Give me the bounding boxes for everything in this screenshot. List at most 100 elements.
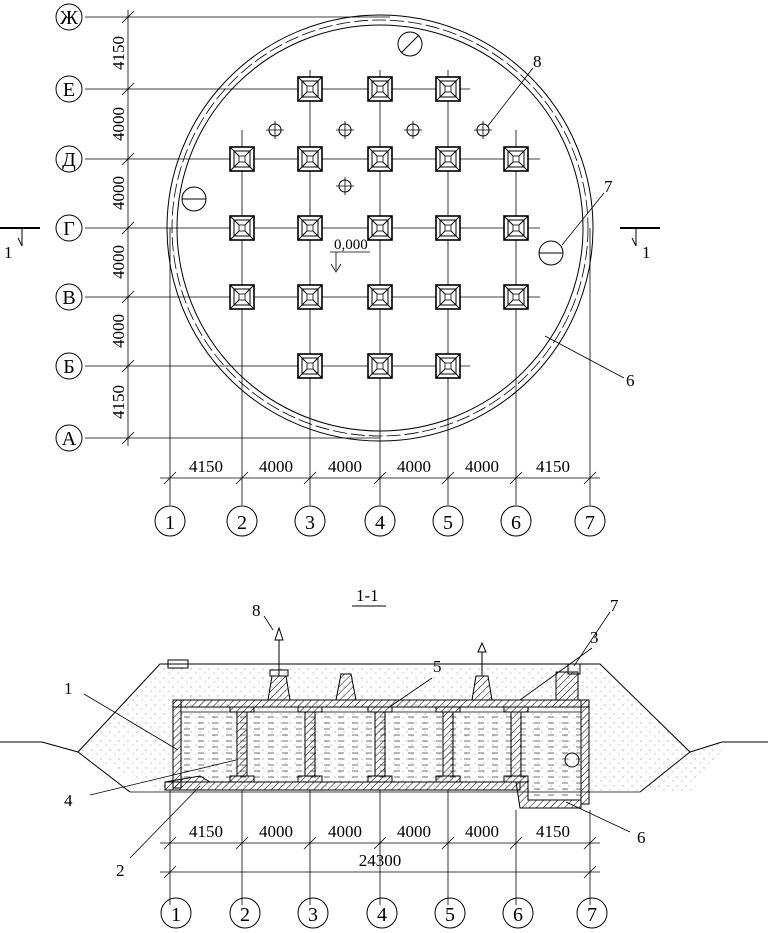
row-dim-6: 4150 <box>109 385 128 419</box>
column <box>435 146 461 172</box>
sec-col-axis-4: 4 <box>377 904 387 926</box>
sec-col-dim-5: 4000 <box>465 822 499 841</box>
row-dim-3: 4000 <box>109 176 128 210</box>
sec-callout-7: 7 <box>610 596 619 615</box>
outlet-pipe <box>564 752 580 768</box>
section-mark-right: 1 <box>642 243 651 262</box>
col-dim-5: 4000 <box>465 457 499 476</box>
plan-hatches <box>181 31 564 266</box>
sec-col-dim-1: 4150 <box>189 822 223 841</box>
column <box>503 146 529 172</box>
elevation-mark: 0,000 <box>330 237 370 273</box>
sec-col-axis-7: 7 <box>587 904 597 926</box>
column <box>367 146 393 172</box>
column <box>297 284 323 310</box>
embankment-top <box>41 663 723 753</box>
col-dim-1: 4150 <box>189 457 223 476</box>
section-callouts: 1 2 3 4 5 6 7 8 <box>64 596 646 880</box>
plan-col-axis-6: 6 <box>511 512 521 534</box>
column <box>367 284 393 310</box>
hatch-top <box>397 31 423 57</box>
col-dim-3: 4000 <box>328 457 362 476</box>
col-dim-4: 4000 <box>397 457 431 476</box>
col-dim-2: 4000 <box>259 457 293 476</box>
sec-col-dim-6: 4150 <box>536 822 570 841</box>
col-dimension-chain: 4150 4000 4000 4000 4000 4150 <box>160 457 600 485</box>
plan-col-axis-7: 7 <box>585 512 595 534</box>
sec-col-axis-2: 2 <box>240 904 250 926</box>
row-dim-4: 4000 <box>109 245 128 279</box>
column <box>367 215 393 241</box>
row-axis-d: Д <box>62 149 76 171</box>
column <box>297 215 323 241</box>
bottom-slab <box>164 781 521 791</box>
section-cut-marks: 1 1 <box>0 227 660 262</box>
column <box>367 353 393 379</box>
column <box>435 215 461 241</box>
sec-col-dim-4: 4000 <box>397 822 431 841</box>
vent-pipe <box>335 120 355 140</box>
sec-callout-4: 4 <box>64 791 73 810</box>
callout-6: 6 <box>626 371 635 390</box>
row-axis-e: Е <box>63 79 75 101</box>
row-axis-v: В <box>62 287 75 309</box>
plan-col-axis-3: 3 <box>305 512 315 534</box>
plan-callouts: 8 7 6 <box>486 52 635 390</box>
sec-col-axis-3: 3 <box>308 904 318 926</box>
vent-pipe <box>403 120 423 140</box>
section-columns <box>229 706 529 783</box>
column <box>503 284 529 310</box>
callout-7: 7 <box>604 177 613 196</box>
row-axis-bubbles: Ж Е Д Г В Б А <box>55 3 83 452</box>
section-dimension-chain: 4150 4000 4000 4000 4000 4150 24300 <box>160 790 600 905</box>
sec-total-dim: 24300 <box>359 851 402 870</box>
roof-fittings <box>167 626 581 701</box>
sec-callout-2: 2 <box>116 861 125 880</box>
column <box>229 284 255 310</box>
section-mark-left: 1 <box>4 243 13 262</box>
plan-col-axis-5: 5 <box>443 512 453 534</box>
row-dim-2: 4000 <box>109 107 128 141</box>
sec-callout-8: 8 <box>252 601 261 620</box>
sec-col-dim-3: 4000 <box>328 822 362 841</box>
plan-view: 1 1 <box>0 3 660 537</box>
row-axis-zh: Ж <box>60 7 78 29</box>
column <box>367 76 393 102</box>
plan-col-axis-bubbles: 1 2 3 4 5 6 7 <box>154 505 606 537</box>
section-col-axis-bubbles: 1 2 3 4 5 6 7 <box>160 897 608 929</box>
elevation-label: 0,000 <box>334 237 368 253</box>
col-dim-6: 4150 <box>536 457 570 476</box>
row-axis-b: Б <box>63 356 74 378</box>
column <box>297 353 323 379</box>
row-axis-a: А <box>62 428 77 450</box>
sec-callout-6: 6 <box>637 828 646 847</box>
column <box>435 353 461 379</box>
row-dim-1: 4150 <box>109 36 128 70</box>
sec-callout-5: 5 <box>433 657 442 676</box>
vent-pipe <box>335 176 355 196</box>
column <box>435 76 461 102</box>
plan-col-axis-4: 4 <box>375 512 385 534</box>
column <box>229 215 255 241</box>
tank-right-wall <box>580 699 590 805</box>
callout-8: 8 <box>533 52 542 71</box>
row-dim-5: 4000 <box>109 314 128 348</box>
tank-roof <box>172 699 590 708</box>
row-dimension-chain: 4150 4000 4000 4000 4000 4150 <box>109 10 135 446</box>
sec-col-axis-1: 1 <box>171 904 181 926</box>
column <box>229 146 255 172</box>
sec-callout-3: 3 <box>590 628 599 647</box>
row-axis-g: Г <box>63 218 75 240</box>
column <box>297 146 323 172</box>
section-title: 1-1 <box>356 586 379 605</box>
section-view: 1-1 <box>0 586 768 929</box>
column <box>435 284 461 310</box>
column <box>297 76 323 102</box>
sec-col-axis-6: 6 <box>513 904 523 926</box>
sec-callout-1: 1 <box>64 679 73 698</box>
sec-col-axis-5: 5 <box>445 904 455 926</box>
sec-col-dim-2: 4000 <box>259 822 293 841</box>
column <box>503 215 529 241</box>
vent-pipe <box>265 120 285 140</box>
